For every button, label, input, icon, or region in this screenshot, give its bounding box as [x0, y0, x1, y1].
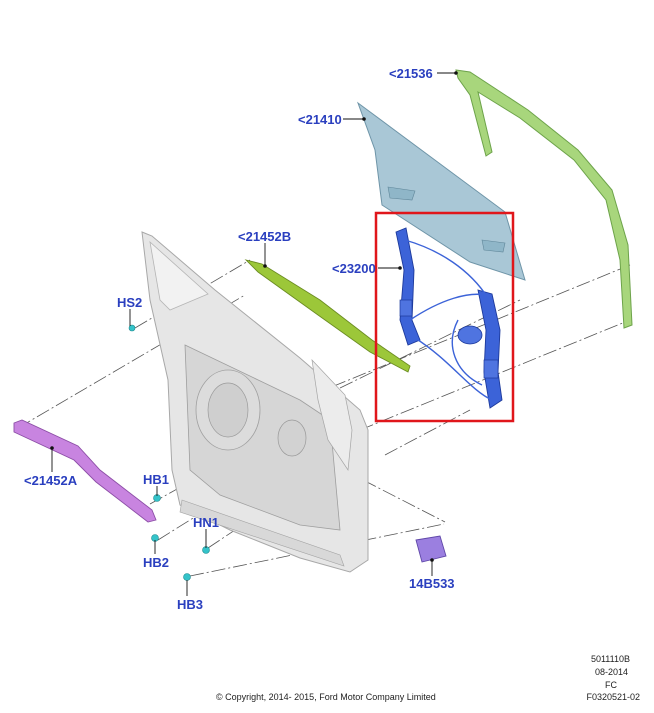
callout-glass-run: <21536: [389, 66, 433, 81]
callout-module: 14B533: [409, 576, 455, 591]
figure-date: 08-2014: [595, 667, 628, 677]
window-regulator: [395, 227, 503, 409]
window-glass: [356, 101, 526, 281]
fastener-hs2: [128, 324, 136, 332]
regulator-highlight-box: [374, 211, 515, 423]
callout-hs2: HS2: [117, 295, 142, 310]
door-inner-panel: [141, 231, 369, 573]
callout-regulator: <23200: [332, 261, 376, 276]
callout-hb3: HB3: [177, 597, 203, 612]
callout-hn1: HN1: [193, 515, 219, 530]
figure-fc: FC: [605, 680, 617, 690]
glass-run-channel: [455, 69, 633, 329]
figure-code: 5011110B: [591, 654, 630, 664]
callout-glass: <21410: [298, 112, 342, 127]
callout-hb2: HB2: [143, 555, 169, 570]
figure-metadata: 5011110B 08-2014 FC F0320521-02 © Copyri…: [216, 654, 640, 702]
door-module: [415, 535, 447, 563]
callout-belt-upper: <21452B: [238, 229, 291, 244]
belt-weatherstrip-lower: [13, 419, 157, 523]
figure-number: F0320521-02: [586, 692, 640, 702]
callout-hb1: HB1: [143, 472, 169, 487]
belt-weatherstrip-upper: [244, 259, 411, 373]
glass-bracket: [387, 186, 506, 253]
callout-labels: <21536 <21410 <21452B <23200 HS2 <21452A…: [24, 66, 455, 612]
fasteners: [128, 324, 210, 581]
copyright: © Copyright, 2014- 2015, Ford Motor Comp…: [216, 692, 436, 702]
callout-belt-lower: <21452A: [24, 473, 78, 488]
fastener-hb3: [183, 573, 191, 581]
leader-lines: [50, 71, 458, 596]
